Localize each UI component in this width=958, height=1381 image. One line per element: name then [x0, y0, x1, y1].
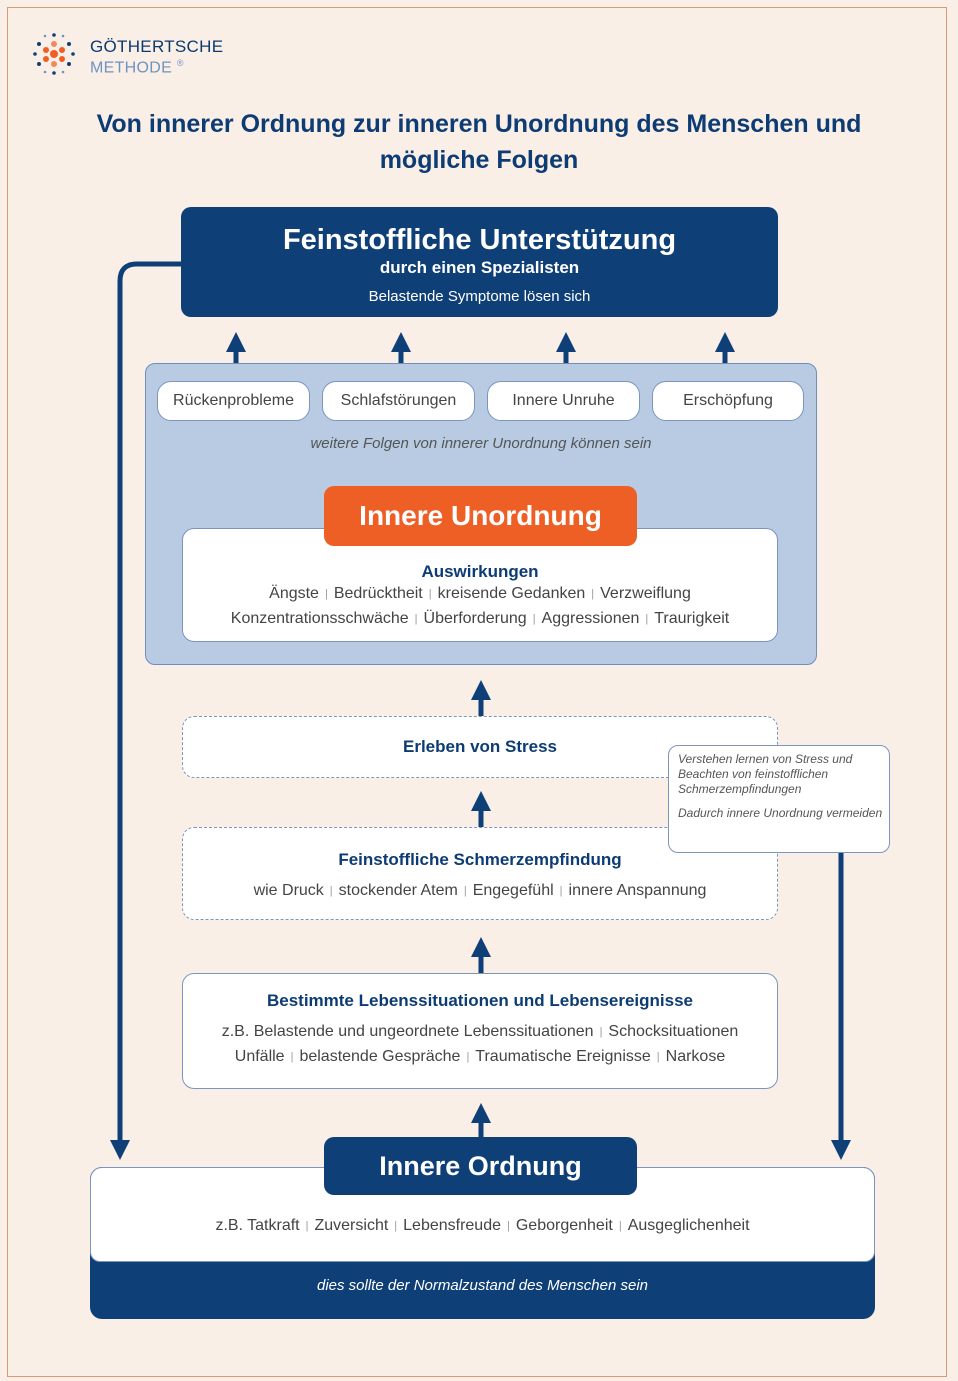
life-row-1: z.B. Belastende und ungeordnete Lebenssi…: [221, 1023, 739, 1040]
life-item: belastende Gespräche: [299, 1048, 461, 1065]
symptom-pill: Erschöpfung: [652, 381, 804, 421]
effect-item: Konzentrationsschwäche: [230, 610, 409, 627]
effect-item: Verzweiflung: [600, 585, 691, 602]
life-item: Narkose: [665, 1048, 726, 1065]
life-item: Traumatische Ereignisse: [475, 1048, 651, 1065]
effects-row-1: Ängste|Bedrücktheit|kreisende Gedanken|V…: [269, 585, 691, 602]
stress-heading: Erleben von Stress: [402, 737, 557, 756]
life-item: Unfälle: [234, 1048, 285, 1065]
symptom-pill: Schlafstörungen: [322, 381, 475, 421]
pain-heading: Feinstoffliche Schmerzempfindung: [338, 850, 622, 869]
pain-item: Engegefühl: [472, 882, 554, 899]
order-items: z.B. Tatkraft|Zuversicht|Lebensfreude|Ge…: [215, 1217, 750, 1234]
effect-item: kreisende Gedanken: [437, 585, 586, 602]
life-item: Schocksituationen: [608, 1023, 739, 1040]
life-row-2: Unfälle|belastende Gespräche|Traumatisch…: [234, 1048, 726, 1065]
symptom-pill: Rückenprobleme: [157, 381, 310, 421]
logo-line2: METHODE: [90, 59, 173, 77]
effect-item: Überforderung: [423, 610, 527, 627]
life-item: z.B. Belastende und ungeordnete Lebenssi…: [221, 1023, 594, 1040]
logo-text: GÖTHERTSCHE METHODE ®: [90, 38, 223, 76]
pain-item: stockender Atem: [338, 882, 458, 899]
support-desc: Belastende Symptome lösen sich: [368, 288, 591, 305]
effect-item: Bedrücktheit: [333, 585, 423, 602]
order-item: Zuversicht: [314, 1217, 389, 1234]
order-item: Geborgenheit: [515, 1217, 613, 1234]
further-note: weitere Folgen von innerer Unordnung kön…: [310, 435, 652, 452]
order-item: Lebensfreude: [403, 1217, 501, 1234]
effect-item: Ängste: [269, 585, 319, 602]
logo-line1: GÖTHERTSCHE: [90, 37, 224, 56]
symptom-pill: Innere Unruhe: [487, 381, 640, 421]
side-note-p2: Dadurch innere Unordnung vermeiden: [678, 806, 883, 820]
support-box: Feinstoffliche Unterstützung durch einen…: [181, 207, 778, 317]
side-note-p1: Verstehen lernen von Stress und Beachten…: [678, 752, 853, 796]
disorder-label: Innere Unordnung: [324, 486, 637, 546]
support-sub: durch einen Spezialisten: [379, 258, 580, 277]
support-heading: Feinstoffliche Unterstützung: [282, 224, 677, 256]
page-frame: [7, 7, 947, 1377]
effects-heading: Auswirkungen: [421, 562, 539, 581]
effects-row-2: Konzentrationsschwäche|Überforderung|Agg…: [230, 610, 730, 627]
life-heading: Bestimmte Lebenssituationen und Lebenser…: [266, 991, 694, 1010]
page-title: Von innerer Ordnung zur inneren Unordnun…: [96, 110, 862, 174]
pain-item: wie Druck: [253, 882, 324, 899]
life-box: Bestimmte Lebenssituationen und Lebenser…: [182, 973, 778, 1089]
order-heading: Innere Ordnung: [324, 1137, 637, 1195]
logo-registered: ®: [176, 58, 184, 68]
order-item: Ausgeglichenheit: [627, 1217, 750, 1234]
order-item: z.B. Tatkraft: [215, 1217, 300, 1234]
pain-items: wie Druck|stockender Atem|Engegefühl|inn…: [253, 882, 707, 899]
logo-dots-icon: [33, 33, 75, 75]
side-note: Verstehen lernen von Stress und Beachten…: [668, 745, 890, 853]
pain-item: innere Anspannung: [568, 882, 707, 899]
effects-box: Auswirkungen Ängste|Bedrücktheit|kreisen…: [182, 528, 778, 642]
order-footer: dies sollte der Normalzustand des Mensch…: [316, 1277, 648, 1294]
effect-item: Aggressionen: [541, 610, 640, 627]
effect-item: Traurigkeit: [654, 610, 730, 627]
